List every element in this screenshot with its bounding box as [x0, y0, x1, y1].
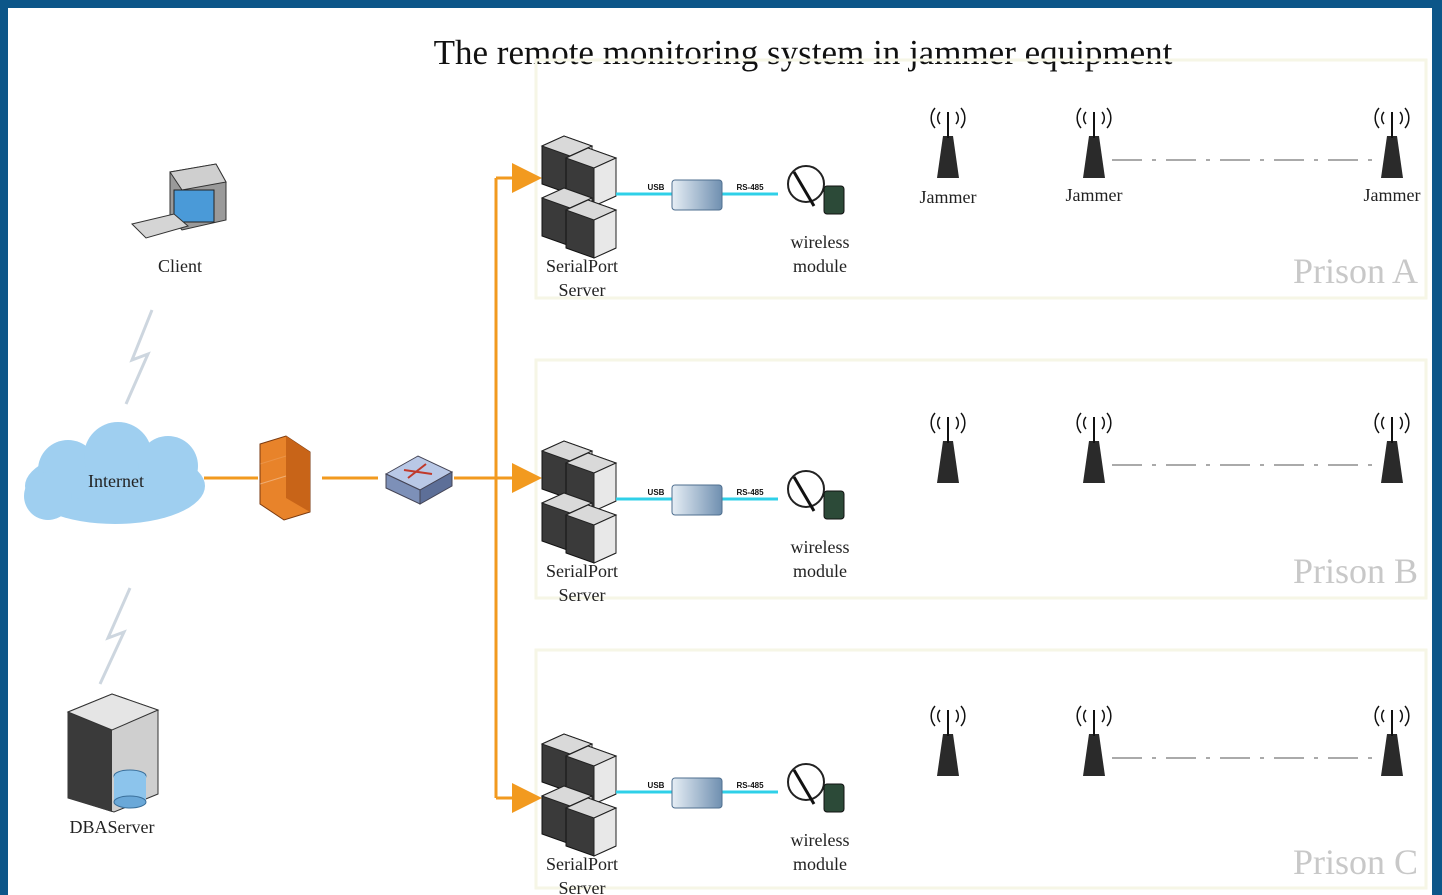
- prison-name: Prison B: [1293, 551, 1418, 591]
- usb-label: USB: [648, 183, 665, 192]
- wireless-link-icon: [98, 587, 132, 685]
- wireless-label-line1: wireless: [791, 830, 850, 850]
- server-label-line2: Server: [559, 280, 606, 300]
- rs485-label: RS-485: [736, 781, 764, 790]
- jammer-label: Jammer: [1066, 185, 1123, 205]
- serial-port-server-icon: [540, 733, 618, 857]
- rs485-label: RS-485: [736, 488, 764, 497]
- internet-label: Internet: [88, 471, 144, 491]
- db-server-icon: [66, 693, 160, 813]
- wireless-label-line1: wireless: [791, 232, 850, 252]
- jammer-antenna-icon: [930, 412, 966, 483]
- serial-port-server-icon: [540, 440, 618, 564]
- wireless-module-icon: [787, 763, 845, 813]
- wireless-module-icon: [787, 470, 845, 520]
- usb-label: USB: [648, 781, 665, 790]
- db-server-label: DBAServer: [70, 817, 155, 837]
- prison-panel: [534, 648, 1428, 890]
- converter-icon: [671, 484, 723, 516]
- wireless-label-line2: module: [793, 256, 847, 276]
- converter-icon: [671, 777, 723, 809]
- wireless-label-line2: module: [793, 561, 847, 581]
- jammer-antenna-icon: [1076, 107, 1112, 178]
- server-label-line1: SerialPort: [546, 256, 618, 276]
- internet-cloud-icon: [24, 422, 205, 524]
- server-label-line1: SerialPort: [546, 561, 618, 581]
- network-diagram: The remote monitoring system in jammer e…: [24, 33, 1428, 895]
- jammer-antenna-icon: [1374, 705, 1410, 776]
- jammer-label: Jammer: [920, 187, 977, 207]
- jammer-antenna-icon: [1374, 412, 1410, 483]
- jammer-antenna-icon: [1374, 107, 1410, 178]
- server-label-line1: SerialPort: [546, 854, 618, 874]
- jammer-antenna-icon: [930, 705, 966, 776]
- network-switch-icon: [384, 455, 454, 505]
- client-computer-icon: [131, 163, 227, 239]
- wireless-label-line1: wireless: [791, 537, 850, 557]
- wireless-module-icon: [787, 165, 845, 215]
- server-label-line2: Server: [559, 585, 606, 605]
- server-label-line2: Server: [559, 878, 606, 895]
- prison-name: Prison A: [1293, 251, 1418, 291]
- jammer-label: Jammer: [1364, 185, 1421, 205]
- network-links: [204, 163, 542, 813]
- jammer-antenna-icon: [930, 107, 966, 178]
- diagram-title: The remote monitoring system in jammer e…: [434, 33, 1173, 72]
- firewall-icon: [259, 435, 311, 521]
- jammer-antenna-icon: [1076, 705, 1112, 776]
- slide: The remote monitoring system in jammer e…: [8, 8, 1432, 895]
- usb-label: USB: [648, 488, 665, 497]
- prison-panels: [534, 58, 1428, 890]
- client-label: Client: [158, 256, 202, 276]
- jammer-antenna-icon: [1076, 412, 1112, 483]
- rs485-label: RS-485: [736, 183, 764, 192]
- wireless-link-icon: [124, 309, 154, 405]
- converter-icon: [671, 179, 723, 211]
- prison-name: Prison C: [1293, 842, 1418, 882]
- serial-port-server-icon: [540, 135, 618, 259]
- wireless-label-line2: module: [793, 854, 847, 874]
